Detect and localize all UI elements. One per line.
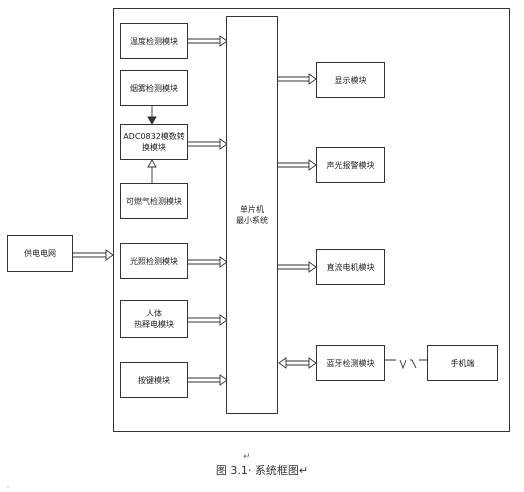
mcu-block: 单片机 最小系统 — [226, 16, 278, 414]
motor-block: 直流电机模块 — [316, 249, 385, 285]
arrow-mcu-bt-bidirectional — [278, 357, 317, 369]
arrow-power-to-inputs — [73, 249, 114, 261]
arrow-mcu-to-motor — [278, 261, 317, 273]
pir-sensor-block: 人体 热释电模块 — [120, 300, 188, 338]
arrow-light-to-mcu — [188, 256, 228, 268]
arrow-adc-to-mcu — [188, 138, 228, 150]
arrow-mcu-to-display — [278, 73, 317, 85]
smoke-sensor-block: 烟雾检测模块 — [120, 70, 188, 106]
return-mark: ↵ — [243, 452, 251, 462]
arrow-keys-to-mcu — [188, 374, 228, 386]
system-frame — [113, 8, 510, 432]
temp-sensor-block: 温度检测模块 — [120, 23, 188, 59]
alarm-block: 声光报警模块 — [316, 147, 385, 183]
bluetooth-block: 蓝牙检测模块 — [316, 345, 385, 381]
arrow-mcu-to-alarm — [278, 159, 317, 171]
wireless-link-bt-phone — [385, 359, 427, 370]
corner-tick-icon: ◦ — [6, 484, 11, 492]
gas-sensor-block: 可燃气检测模块 — [120, 183, 188, 219]
display-block: 显示模块 — [316, 62, 385, 98]
adc-converter-block: ADC0832模数转 换模块 — [120, 124, 188, 160]
light-sensor-block: 光照检测模块 — [120, 243, 188, 279]
phone-block: 手机端 — [427, 345, 498, 381]
figure-caption: 图 3.1· 系统框图↵ — [215, 464, 309, 477]
arrow-temp-to-mcu — [188, 35, 228, 47]
power-grid-block: 供电电网 — [7, 235, 73, 272]
arrow-gas-to-adc — [147, 159, 157, 183]
keys-block: 按键模块 — [120, 362, 188, 398]
arrow-pir-to-mcu — [188, 314, 228, 326]
